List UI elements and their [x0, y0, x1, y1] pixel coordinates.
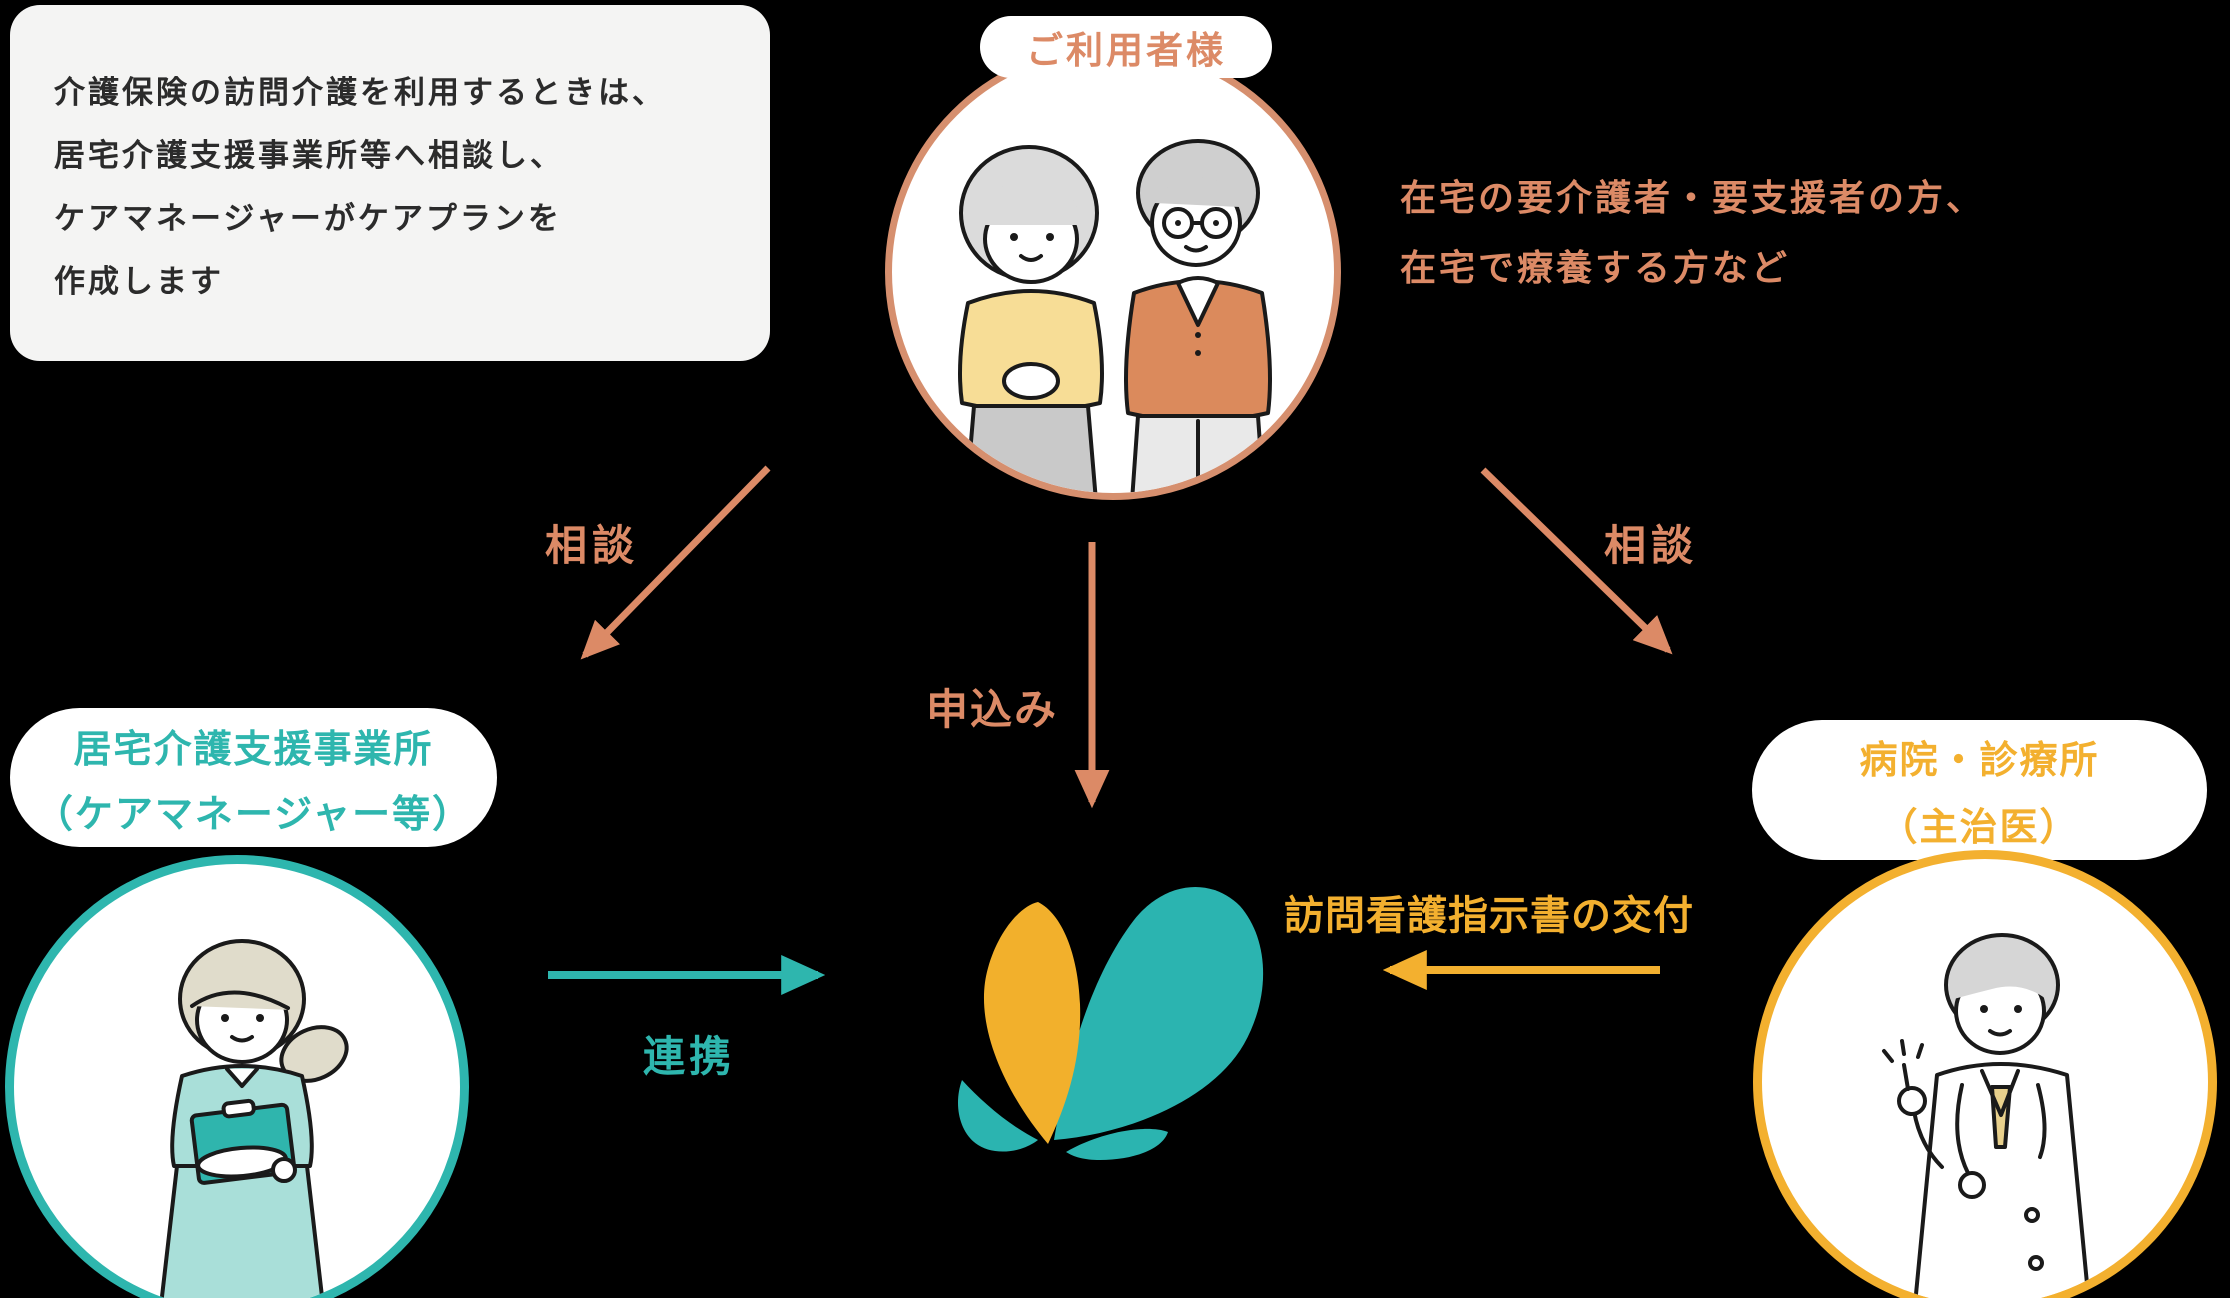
user-circle	[885, 44, 1341, 500]
note-line: 居宅介護支援事業所等へ相談し、	[54, 138, 564, 173]
directive-label: 訪問看護指示書の交付	[1284, 894, 1694, 938]
heart-logo-icon	[958, 886, 1264, 1160]
consult-left-label: 相談	[545, 522, 640, 569]
apply-label: 申込み	[926, 686, 1059, 733]
user-description: 在宅の要介護者・要支援者の方、 在宅で療養する方など	[1400, 163, 1985, 303]
doctor-illustration	[1882, 933, 2091, 1298]
note-line: 作成します	[54, 264, 224, 299]
heart-splash-left	[958, 1080, 1038, 1152]
care-manager-illustration	[159, 939, 349, 1298]
heart-splash-right	[1066, 1128, 1168, 1160]
cooperate-label: 連携	[643, 1033, 736, 1080]
consult-right-label: 相談	[1604, 522, 1699, 569]
elderly-couple-illustration	[958, 139, 1272, 493]
hospital-title: 病院・診療所	[1859, 740, 2100, 782]
care-office-subtitle: （ケアマネージャー等）	[34, 793, 473, 836]
user-description-line: 在宅の要介護者・要支援者の方、	[1400, 177, 1986, 218]
hospital-circle	[1753, 850, 2217, 1298]
note-box: 介護保険の訪問介護を利用するときは、 居宅介護支援事業所等へ相談し、 ケアマネー…	[10, 5, 770, 361]
hospital-label-pill: 病院・診療所 （主治医）	[1752, 720, 2207, 860]
user-label: ご利用者様	[1026, 30, 1226, 71]
hospital-subtitle: （主治医）	[1879, 807, 2080, 849]
heart-yellow-petal	[983, 902, 1081, 1144]
note-line: 介護保険の訪問介護を利用するときは、	[54, 75, 666, 110]
care-office-title: 居宅介護支援事業所	[73, 728, 434, 771]
user-description-line: 在宅で療養する方など	[1400, 247, 1791, 288]
heart-teal-petal	[1054, 886, 1264, 1140]
care-office-label-pill: 居宅介護支援事業所 （ケアマネージャー等）	[10, 708, 497, 847]
care-office-circle	[5, 855, 469, 1298]
user-label-pill: ご利用者様	[980, 16, 1272, 78]
note-line: ケアマネージャーがケアプランを	[54, 201, 562, 236]
